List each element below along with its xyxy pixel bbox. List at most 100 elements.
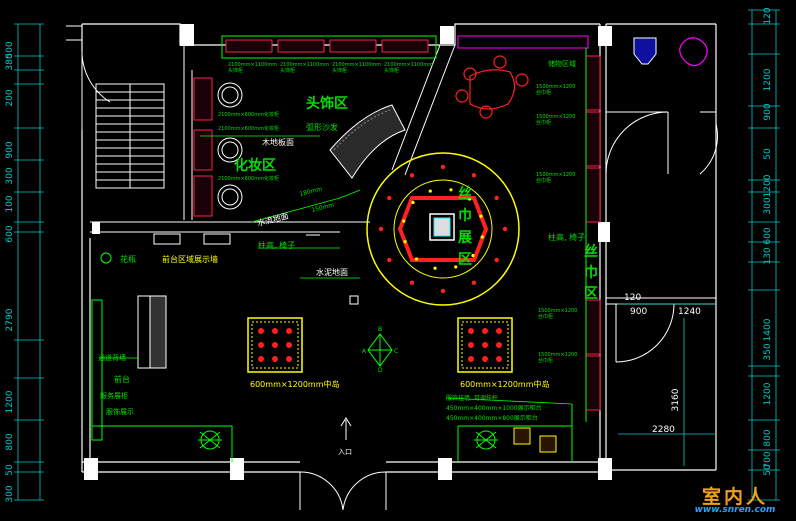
display-light: [502, 226, 508, 232]
island-light: [468, 356, 474, 362]
display-light-inner: [454, 265, 458, 269]
leader-lines: [100, 135, 573, 405]
top-cabinet-label: 2100mm×1100mm: [332, 62, 381, 68]
display-light: [409, 173, 415, 178]
right-cabinet-label: 丝巾柜: [538, 313, 553, 320]
label-left-1: 通道背墙: [98, 353, 126, 362]
display-light-inner: [467, 197, 472, 201]
zone-scarf-display-1: 丝: [458, 185, 472, 202]
island-light: [272, 342, 278, 348]
display-light: [440, 288, 446, 294]
display-light-inner: [449, 188, 453, 192]
right-dim-label: 50: [763, 464, 773, 476]
makeup-counters: [193, 77, 243, 217]
right-cabinet-label: 1500mm×1200: [538, 352, 577, 358]
right-cabinet-label: 1500mm×1200: [536, 114, 575, 120]
compass-d: D: [378, 367, 383, 374]
island-light: [496, 356, 502, 362]
label-storage: 储物区域: [548, 59, 576, 68]
makeup-counter-label: 2100mm×600mm化妆柜: [218, 111, 279, 118]
restroom-fixtures: [633, 37, 708, 67]
zone-scarf-display-2: 巾: [458, 207, 472, 224]
island-light: [496, 342, 502, 348]
dimension-labels: 5003802009003001006002790120080050300120…: [5, 7, 773, 502]
label-dim-180: 180mm: [299, 186, 323, 198]
top-cabinet-label: 头饰柜: [384, 67, 399, 74]
left-dim-label: 600: [5, 225, 15, 242]
display-light-inner: [411, 200, 415, 205]
left-dim-label: 300: [5, 167, 15, 184]
zone-headwear: 头饰区: [306, 95, 348, 112]
top-cabinet-label: 2100mm×1100mm: [228, 62, 277, 68]
staircase: [95, 83, 165, 189]
top-left-door: [66, 25, 111, 130]
island-light: [286, 342, 292, 348]
zone-scarf-display-3: 展: [458, 230, 472, 246]
structural-columns: [84, 24, 612, 480]
label-entrance: 入口: [338, 448, 352, 456]
right-dim-label: 1200: [763, 68, 773, 91]
exterior-walls: [81, 23, 717, 473]
label-reception: 前台区域展示墙: [162, 254, 218, 264]
right-cabinets: [457, 35, 601, 422]
right-dim-label: 900: [763, 103, 773, 120]
right-inner-dim: 2280: [652, 425, 675, 435]
island-light: [258, 328, 264, 334]
left-dim-label: 50: [5, 464, 15, 476]
site-logo: 室内人 www.snren.com: [676, 482, 794, 520]
right-dim-label: 350: [763, 343, 773, 360]
right-inner-dim: 1240: [678, 307, 701, 317]
display-light-inner: [402, 219, 406, 223]
curved-sofa: [329, 104, 406, 179]
logo-url: www.snren.com: [694, 505, 776, 515]
label-bottom-3: 450mm×400mm×800展示柜台: [446, 414, 538, 422]
right-dim-label: 1400: [763, 318, 773, 341]
label-bottom-2: 450mm×400mm×1000展示柜台: [446, 404, 542, 412]
island-light: [468, 328, 474, 334]
island-light: [258, 342, 264, 348]
top-cabinet-label: 头饰柜: [228, 67, 243, 74]
right-cabinet-label: 1500mm×1200: [536, 84, 575, 90]
right-dim-label: 130: [763, 247, 773, 264]
island-light: [496, 328, 502, 334]
right-cabinet-label: 丝巾柜: [538, 357, 553, 364]
label-cement-floor: 水泥地面: [316, 267, 348, 277]
display-light: [494, 257, 499, 263]
display-light-inner: [433, 266, 437, 270]
compass-c: C: [394, 348, 398, 355]
display-light: [494, 195, 499, 201]
right-dim-label: 700: [763, 451, 773, 468]
left-dim-label: 1200: [5, 390, 15, 413]
zone-scarf-1: 丝: [584, 243, 598, 260]
makeup-counter-label: 2100mm×600mm化妆柜: [218, 175, 279, 182]
label-bottom-1: 服饰挂墙, 可调挂杆: [446, 394, 498, 402]
label-dim-150: 150mm: [311, 202, 335, 214]
markers: [306, 234, 359, 305]
display-light: [378, 226, 384, 232]
right-inner-dim: 900: [630, 307, 647, 317]
islands: [247, 317, 513, 373]
label-wood-floor: 木地板面: [262, 137, 294, 147]
label-column-seat-2: 柱高, 椅子: [548, 232, 585, 242]
right-dim-label: 50: [763, 148, 773, 160]
cabinet-labels: 2100mm×1100mm头饰柜2100mm×1100mm头饰柜2100mm×1…: [218, 62, 577, 364]
right-cabinet-label: 丝巾柜: [536, 119, 551, 126]
label-column-seat: 柱高, 椅子: [258, 240, 295, 250]
display-light-inner: [414, 257, 419, 261]
top-cabinet-label: 2100mm×1100mm: [280, 62, 329, 68]
right-cabinet-label: 丝巾柜: [536, 89, 551, 96]
storage-furniture: [455, 55, 529, 119]
plants: [100, 252, 498, 450]
right-doors: [605, 111, 718, 363]
island-light: [468, 342, 474, 348]
top-cabinet-label: 头饰柜: [280, 67, 295, 74]
reception-area: [91, 233, 573, 462]
zone-scarf-3: 区: [584, 286, 598, 302]
label-island-right: 600mm×1200mm中岛: [460, 379, 550, 389]
island-light: [482, 328, 488, 334]
left-dim-label: 800: [5, 433, 15, 450]
logo-text: 室内人: [701, 486, 768, 508]
left-dim-label: 380: [5, 53, 15, 70]
compass-a: A: [362, 348, 367, 355]
display-light-inner: [479, 214, 483, 218]
